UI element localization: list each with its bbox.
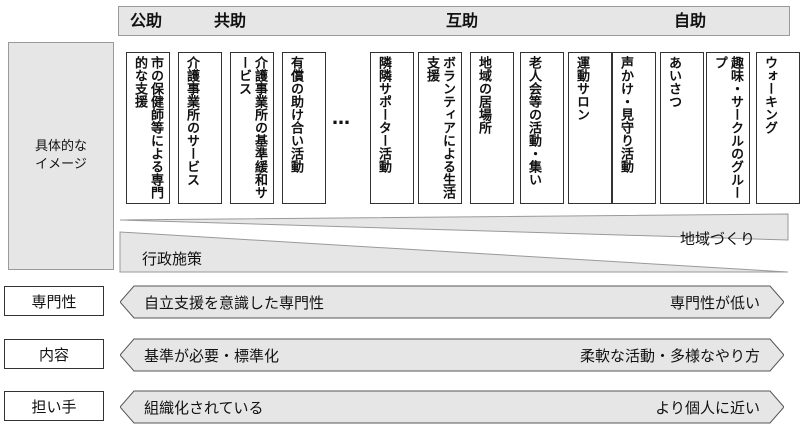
example-box: ボランティアによる生活支援 (418, 52, 462, 204)
arrow-right-text: 柔軟な活動・多様なやり方 (579, 347, 760, 365)
example-box: 介護事業所のサービス (178, 52, 222, 204)
bearer-arrow: 組織化されている より個人に近い (120, 390, 784, 424)
example-text: 運動サロン (574, 56, 589, 121)
example-text: あいさつ (666, 56, 681, 108)
concrete-image-label: 具体的な イメージ (8, 42, 114, 270)
header-label-public: 公助 (130, 11, 163, 30)
example-text: 有償の助け合い活動 (288, 56, 303, 173)
row-label-expertise: 専門性 (4, 286, 104, 316)
example-box: ウォーキング (756, 52, 800, 204)
example-text: 老人会等の活動・集い (526, 56, 541, 186)
example-box: 老人会等の活動・集い (520, 52, 564, 204)
wedge-diagram (119, 213, 789, 273)
row-label-bearer: 担い手 (4, 391, 104, 421)
example-box: 有償の助け合い活動 (282, 52, 326, 204)
administrative-policy-label: 行政施策 (142, 250, 203, 268)
row-label-content: 内容 (4, 339, 104, 369)
arrow-right-text: より個人に近い (655, 399, 760, 417)
content-arrow: 基準が必要・標準化 柔軟な活動・多様なやり方 (120, 338, 784, 372)
header-label-self: 自助 (674, 11, 707, 30)
example-box: 市の保健師等による専門的な支援 (126, 52, 170, 204)
concrete-image-text: 具体的な イメージ (34, 139, 87, 172)
example-text: 隣隣サポーター活動 (376, 56, 391, 173)
example-box: 介護事業所の基準緩和サービス (230, 52, 274, 204)
community-wedge (119, 213, 789, 241)
double-arrow-shape (120, 390, 784, 424)
arrow-left-text: 組織化されている (144, 399, 264, 417)
double-arrow-shape (120, 285, 784, 319)
example-box: 地域の居場所 (470, 52, 514, 204)
example-text: 介護事業所のサービス (184, 56, 199, 186)
example-text: ボランティアによる生活支援 (424, 56, 455, 199)
policy-wedge (119, 231, 789, 273)
example-box: 運動サロン (568, 52, 612, 204)
ellipsis-mark: … (332, 108, 352, 129)
example-text: 介護事業所の基準緩和サービス (236, 56, 267, 199)
community-building-label: 地域づくり (680, 230, 756, 248)
support-type-header (118, 6, 790, 36)
example-box: 声かけ・見守り活動 (612, 52, 656, 204)
header-label-mutual: 共助 (214, 11, 247, 30)
double-arrow-shape (120, 338, 784, 372)
arrow-left-text: 自立支援を意識した専門性 (144, 294, 325, 312)
example-text: ウォーキング (762, 56, 777, 134)
example-text: 趣味・サークルのグループ (712, 56, 743, 199)
expertise-arrow: 自立支援を意識した専門性 専門性が低い (120, 285, 784, 319)
example-box: あいさつ (660, 52, 704, 204)
example-text: 声かけ・見守り活動 (618, 56, 633, 173)
example-box: 趣味・サークルのグループ (706, 52, 750, 204)
example-text: 地域の居場所 (476, 56, 491, 134)
example-box: 隣隣サポーター活動 (370, 52, 414, 204)
arrow-left-text: 基準が必要・標準化 (144, 347, 280, 365)
arrow-right-text: 専門性が低い (669, 294, 760, 312)
example-text: 市の保健師等による専門的な支援 (132, 56, 163, 199)
header-label-reciprocal: 互助 (446, 11, 479, 30)
